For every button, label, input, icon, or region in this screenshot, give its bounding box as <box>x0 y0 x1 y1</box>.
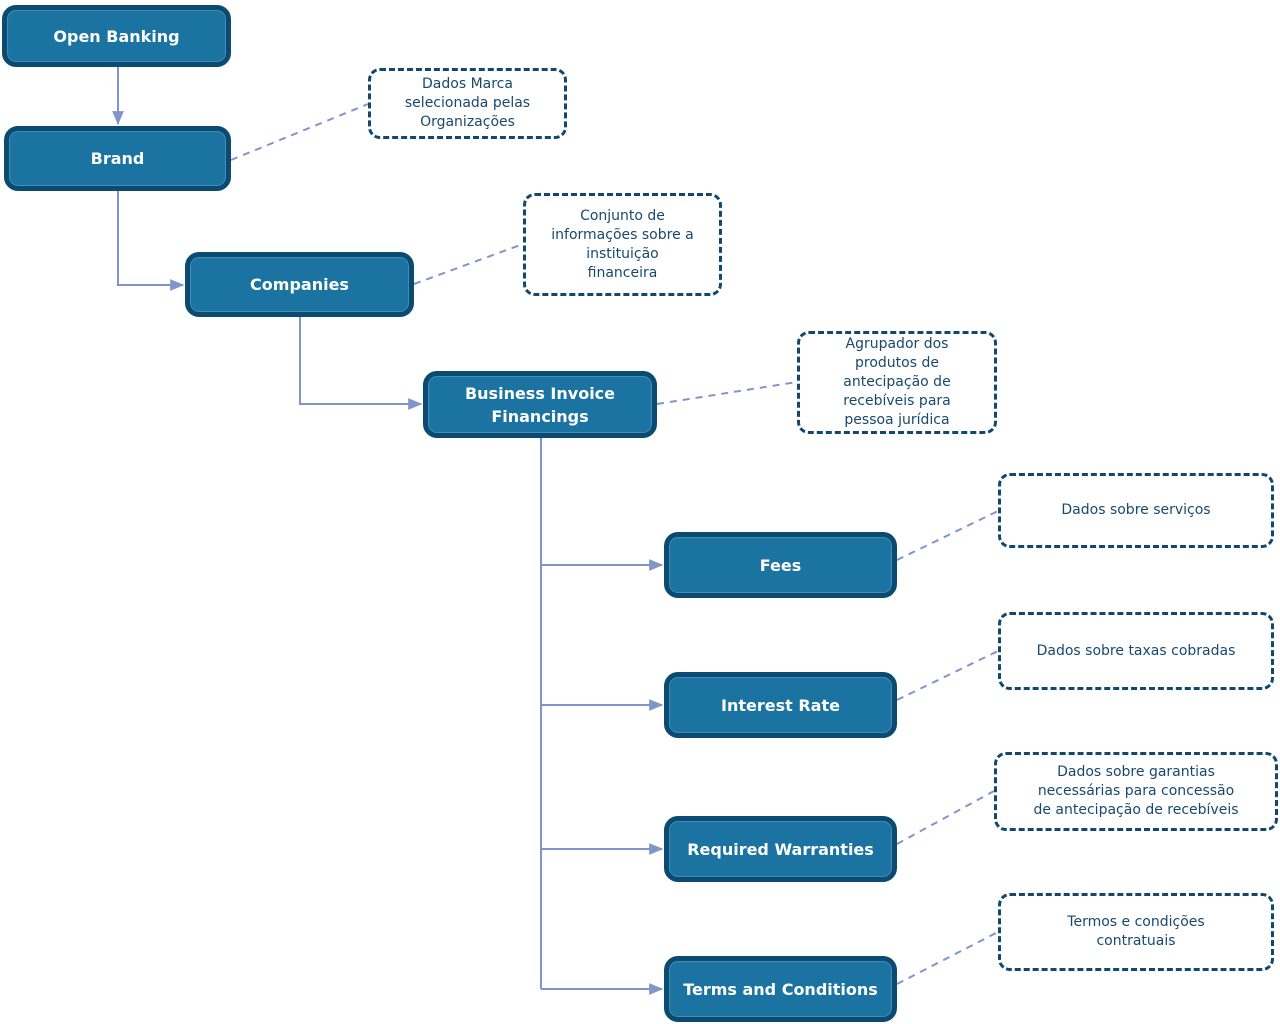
node-companies: Companies <box>185 252 414 317</box>
edge-companies-bif <box>299 317 423 410</box>
edge-brand-companies <box>117 191 185 291</box>
link-companies-annotation <box>413 243 524 285</box>
annotation-fees: Dados sobre serviços <box>998 473 1274 548</box>
link-interest-rate-annotation <box>896 650 999 701</box>
annotation-companies: Conjunto de informações sobre a institui… <box>523 193 722 296</box>
link-brand-annotation <box>230 103 369 161</box>
node-brand: Brand <box>4 126 231 191</box>
node-fees: Fees <box>664 532 897 598</box>
link-required-warranties-annotation <box>896 790 995 845</box>
node-open-banking: Open Banking <box>2 5 231 67</box>
annotation-required-warranties: Dados sobre garantias necessárias para c… <box>994 752 1278 831</box>
link-bif-annotation <box>656 381 798 405</box>
link-terms-conditions-annotation <box>896 931 999 985</box>
annotation-terms-and-conditions: Termos e condições contratuais <box>998 893 1274 971</box>
node-required-warranties: Required Warranties <box>664 816 897 882</box>
annotation-business-invoice-financings: Agrupador dos produtos de antecipação de… <box>797 331 997 434</box>
node-business-invoice-financings: Business Invoice Financings <box>423 371 657 438</box>
node-interest-rate: Interest Rate <box>664 672 897 738</box>
annotation-brand: Dados Marca selecionada pelas Organizaçõ… <box>368 68 567 139</box>
link-fees-annotation <box>896 510 999 561</box>
annotation-interest-rate: Dados sobre taxas cobradas <box>998 612 1274 690</box>
node-terms-and-conditions: Terms and Conditions <box>664 956 897 1022</box>
